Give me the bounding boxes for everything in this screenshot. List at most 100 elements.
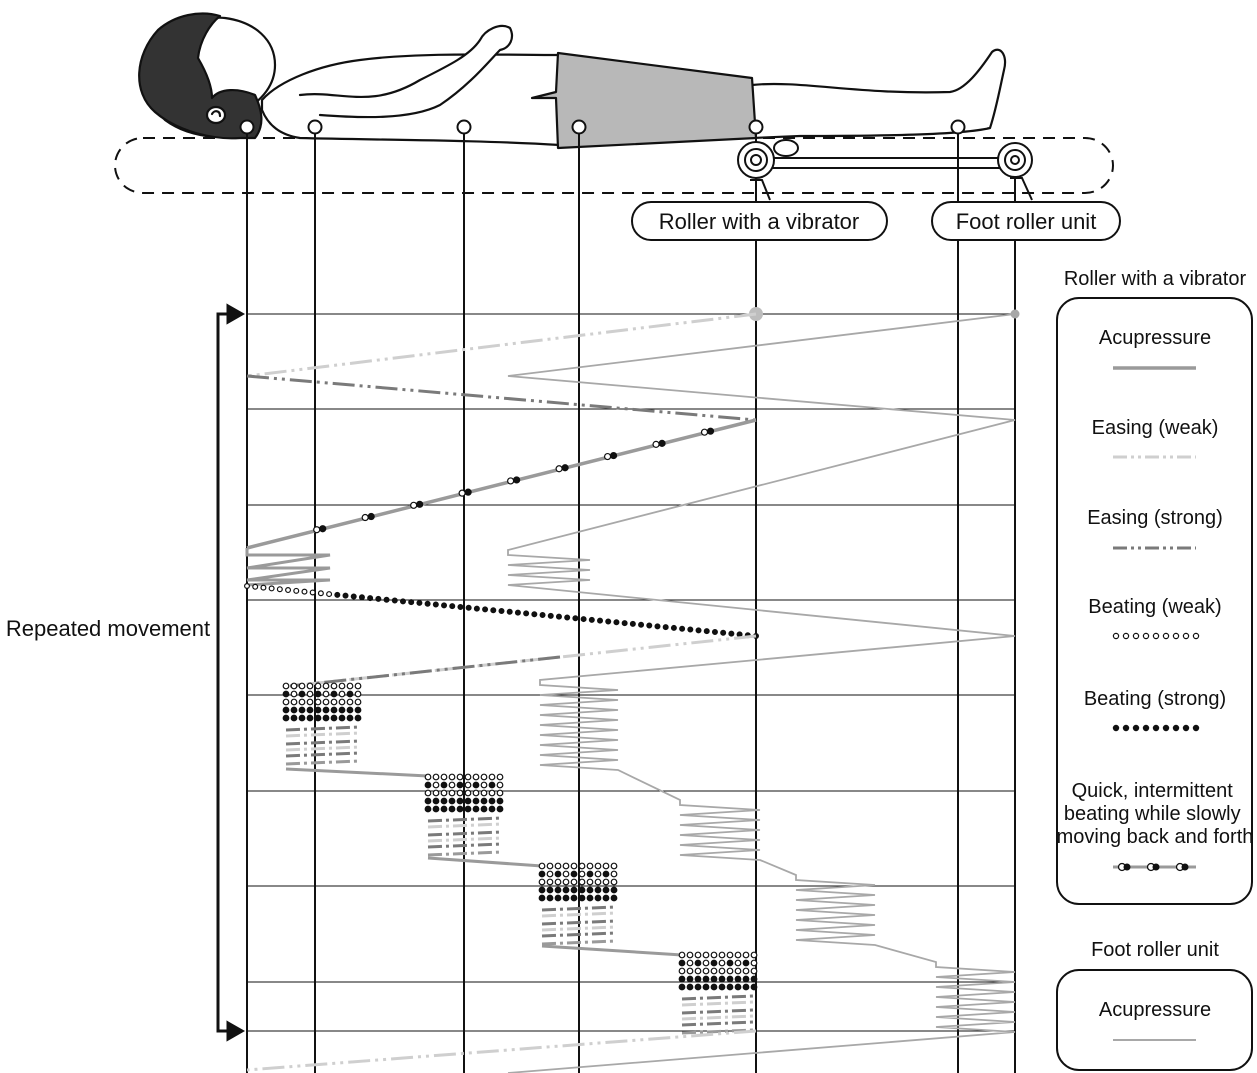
beating-weak-dot [750,951,758,959]
beating-weak-dot [488,773,496,781]
beating-weak-dot [603,452,612,461]
beating-strong-dot [448,805,456,813]
beating-strong-dot [711,628,718,635]
beating-strong-dot [679,625,686,632]
beating-strong-dot [734,975,742,983]
beating-strong-dot [464,805,472,813]
easing-segment [285,745,361,752]
easing-strong-segment [289,655,561,688]
beating-strong-dot [496,797,504,805]
legend-item-acupressure: Acupressure [1099,327,1211,349]
beating-weak-dot [354,698,362,706]
easing-segment [681,994,755,1001]
beating-weak-dot [710,951,718,959]
beating-weak-dot [734,959,742,967]
beating-strong-dot [464,797,472,805]
beating-weak-dot [456,773,464,781]
beating-strong-dot [654,623,661,630]
beating-weak-dot [1192,632,1200,640]
beating-strong-dot [554,886,562,894]
beating-strong-dot [1152,724,1160,732]
beating-strong-dot [710,983,718,991]
beating-weak-dot [718,967,726,975]
vibrator-roller-patterns [244,307,1020,1072]
beating-strong-dot [346,714,354,722]
beating-weak-dot [285,587,292,594]
beating-strong-dot [367,595,374,602]
beating-strong-dot [734,983,742,991]
easing-segment [681,1014,755,1021]
beating-strong-dot [588,616,595,623]
legend-foot-box [1056,969,1253,1071]
beating-weak-dot [472,773,480,781]
legend-swatch-beating-strong [1112,724,1200,732]
beating-strong-dot [538,894,546,902]
beating-strong-dot [687,626,694,633]
beating-strong-dot [367,512,375,521]
beating-strong-dot [1112,724,1120,732]
beating-weak-dot [488,789,496,797]
beating-strong-dot [586,886,594,894]
beating-weak-dot [610,870,618,878]
beating-strong-dot [1192,724,1200,732]
legend-item-beating-strong: Beating (strong) [1084,688,1226,710]
beating-strong-dot [472,781,480,789]
beating-strong-dot [440,797,448,805]
beating-strong-dot [646,622,653,629]
beating-weak-dot [346,698,354,706]
beating-strong-dot [424,600,431,607]
beating-weak-dot [338,682,346,690]
beating-strong-dot [456,781,464,789]
beating-weak-dot [496,781,504,789]
easing-segment [681,1008,755,1015]
beating-strong-dot [334,591,341,598]
beating-strong-dot [523,610,530,617]
beating-weak-dot [448,773,456,781]
beating-weak-dot [306,698,314,706]
beating-strong-dot [621,620,628,627]
beating-strong-dot [538,886,546,894]
beating-strong-dot [482,606,489,613]
vibrator-roller-icon [737,139,1008,201]
beating-weak-dot [507,477,515,485]
beating-weak-dot [610,878,618,886]
beating-strong-dot [686,983,694,991]
beating-strong-dot [464,488,472,496]
intermittent-beating-segment [246,418,757,550]
beating-strong-dot [290,706,298,714]
easing-segment [427,822,503,829]
beating-weak-dot [361,513,369,522]
beating-weak-dot [1152,632,1160,640]
beating-strong-dot [480,805,488,813]
contact-point [456,119,472,135]
beating-weak-dot [410,501,418,509]
beating-strong-dot [570,886,578,894]
easing-weak-segment [246,312,757,378]
beating-strong-dot [1172,724,1180,732]
easing-segment [541,911,617,918]
beating-strong-dot [498,607,505,614]
intermittent-beating-dots [313,427,715,534]
beating-weak-dot [448,781,456,789]
beating-strong-dot [440,781,448,789]
beating-strong-dot [594,886,602,894]
beating-strong-dot [472,805,480,813]
beating-strong-dot [726,983,734,991]
beating-strong-dot [488,781,496,789]
beating-weak-dot [317,590,324,597]
beating-strong-dot [416,599,423,606]
beating-weak-dot [268,585,275,592]
beating-weak-dot [276,586,283,593]
easing-segment [427,850,503,857]
beating-strong-dot [338,706,346,714]
easing-segment [285,759,361,766]
beating-strong-dot [561,464,569,472]
beating-strong-dot [702,975,710,983]
beating-weak-dot [298,698,306,706]
beating-weak-dot [432,781,440,789]
beating-strong-dot [609,451,618,460]
beating-weak-dot [472,789,480,797]
legend-item-intermittent-line: moving back and forth [1057,826,1254,848]
easing-segment [427,836,503,843]
beating-strong-dot [564,614,571,621]
